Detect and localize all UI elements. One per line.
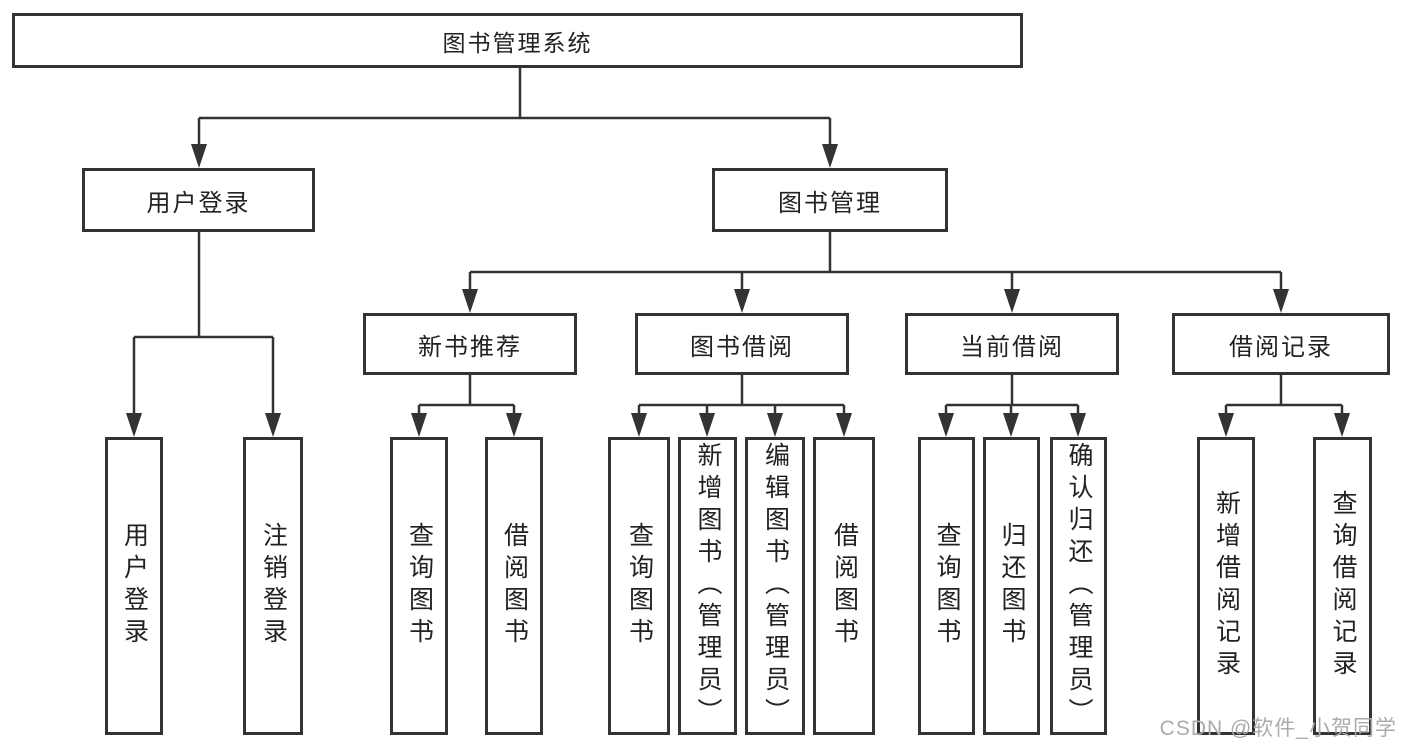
- node-book-borrow: 图书借阅: [635, 313, 849, 375]
- node-borrow-record: 借阅记录: [1172, 313, 1390, 375]
- leaf-borrow-borrow-book: 借阅图书: [813, 437, 875, 735]
- leaf-record-query-borrow-record: 查询借阅记录: [1313, 437, 1372, 735]
- leaf-borrow-query-book: 查询图书: [608, 437, 670, 735]
- node-book-management: 图书管理: [712, 168, 948, 232]
- leaf-current-return-book: 归还图书: [983, 437, 1040, 735]
- leaf-record-add-borrow-record: 新增借阅记录: [1197, 437, 1255, 735]
- connector-group-new-book: [411, 375, 522, 437]
- connector-group-book-borrow: [631, 375, 852, 437]
- node-current-borrow: 当前借阅: [905, 313, 1119, 375]
- connector-group-root: [191, 68, 838, 168]
- leaf-current-confirm-return-admin: 确认归还（管理员）: [1050, 437, 1107, 735]
- connector-group-book-management: [462, 232, 1289, 313]
- leaf-current-query-book: 查询图书: [918, 437, 975, 735]
- leaf-borrow-add-book-admin: 新增图书（管理员）: [678, 437, 737, 735]
- connector-group-user-login: [126, 232, 281, 437]
- leaf-newbook-query-book: 查询图书: [390, 437, 448, 735]
- node-root-library-system: 图书管理系统: [12, 13, 1023, 68]
- csdn-watermark: CSDN @软件_小贺同学: [1159, 717, 1397, 740]
- leaf-logout: 注销登录: [243, 437, 303, 735]
- connector-group-current-borrow: [938, 375, 1086, 437]
- leaf-newbook-borrow-book: 借阅图书: [485, 437, 543, 735]
- node-user-login: 用户登录: [82, 168, 315, 232]
- connector-group-borrow-record: [1218, 375, 1350, 437]
- node-new-book-recommend: 新书推荐: [363, 313, 577, 375]
- leaf-user-login: 用户登录: [105, 437, 163, 735]
- leaf-borrow-edit-book-admin: 编辑图书（管理员）: [745, 437, 805, 735]
